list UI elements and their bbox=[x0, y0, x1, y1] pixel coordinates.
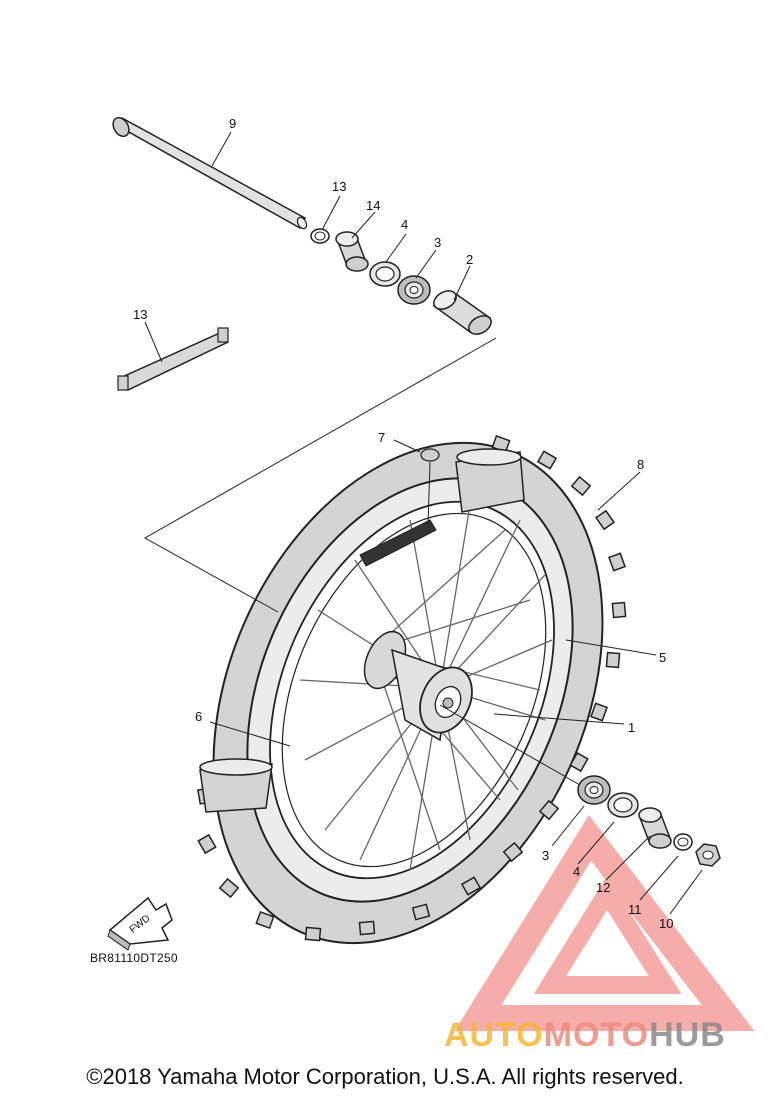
callout-12: 12 bbox=[596, 880, 610, 895]
callout-13-lower: 13 bbox=[133, 307, 147, 322]
bearing-part-3-lower bbox=[577, 775, 611, 805]
washer-part-13-upper bbox=[310, 228, 330, 244]
collar-part-12 bbox=[638, 807, 672, 849]
svg-text:AUTOMOTOHUB: AUTOMOTOHUB bbox=[444, 1016, 726, 1054]
watermark-part-auto: AUTO bbox=[444, 1016, 544, 1054]
watermark-part-moto: MOTO bbox=[544, 1016, 649, 1054]
callout-3-lower: 3 bbox=[542, 848, 549, 863]
diagram-code: BR81110DT250 bbox=[90, 951, 178, 965]
callout-14: 14 bbox=[366, 198, 380, 213]
oil-seal-part-4-lower bbox=[607, 792, 639, 818]
callout-5: 5 bbox=[659, 650, 666, 665]
callout-13-upper: 13 bbox=[332, 179, 346, 194]
callout-3-upper: 3 bbox=[434, 235, 441, 250]
callout-7: 7 bbox=[378, 430, 385, 445]
tire-cut-section-upper bbox=[455, 448, 525, 513]
callout-4-upper: 4 bbox=[401, 217, 408, 232]
tire-cut-section-lower bbox=[199, 758, 273, 813]
callout-2: 2 bbox=[466, 252, 473, 267]
rim-band bbox=[359, 519, 437, 567]
watermark-text: AUTOMOTOHUB bbox=[444, 1016, 726, 1054]
valve-nut-part-7 bbox=[420, 448, 440, 526]
collar-part-14 bbox=[335, 231, 369, 272]
spacer-part-2 bbox=[432, 290, 492, 335]
callout-8: 8 bbox=[637, 457, 644, 472]
callout-10: 10 bbox=[659, 916, 673, 931]
callout-1: 1 bbox=[628, 720, 635, 735]
callout-9: 9 bbox=[229, 116, 236, 131]
oil-seal-part-4-upper bbox=[369, 261, 401, 287]
callout-6: 6 bbox=[195, 709, 202, 724]
copyright-notice: ©2018 Yamaha Motor Corporation, U.S.A. A… bbox=[86, 1064, 684, 1089]
washer-part-11 bbox=[673, 833, 693, 851]
assembly-lines bbox=[143, 337, 581, 786]
axle-part-9 bbox=[112, 116, 308, 230]
hub-part-1 bbox=[363, 630, 473, 742]
watermark-logo bbox=[454, 815, 755, 1031]
watermark-part-hub: HUB bbox=[649, 1016, 726, 1054]
bearing-part-3-upper bbox=[397, 275, 431, 305]
callout-11: 11 bbox=[628, 902, 642, 917]
front-wheel-assembly bbox=[197, 435, 627, 945]
puller-tool-part-13 bbox=[117, 327, 230, 391]
tire-tread-knobs bbox=[197, 435, 627, 942]
nut-part-10 bbox=[695, 843, 721, 867]
leader-lines bbox=[144, 131, 703, 915]
forward-direction-arrow-icon: FWD bbox=[107, 896, 173, 951]
callout-4-lower: 4 bbox=[573, 864, 580, 879]
